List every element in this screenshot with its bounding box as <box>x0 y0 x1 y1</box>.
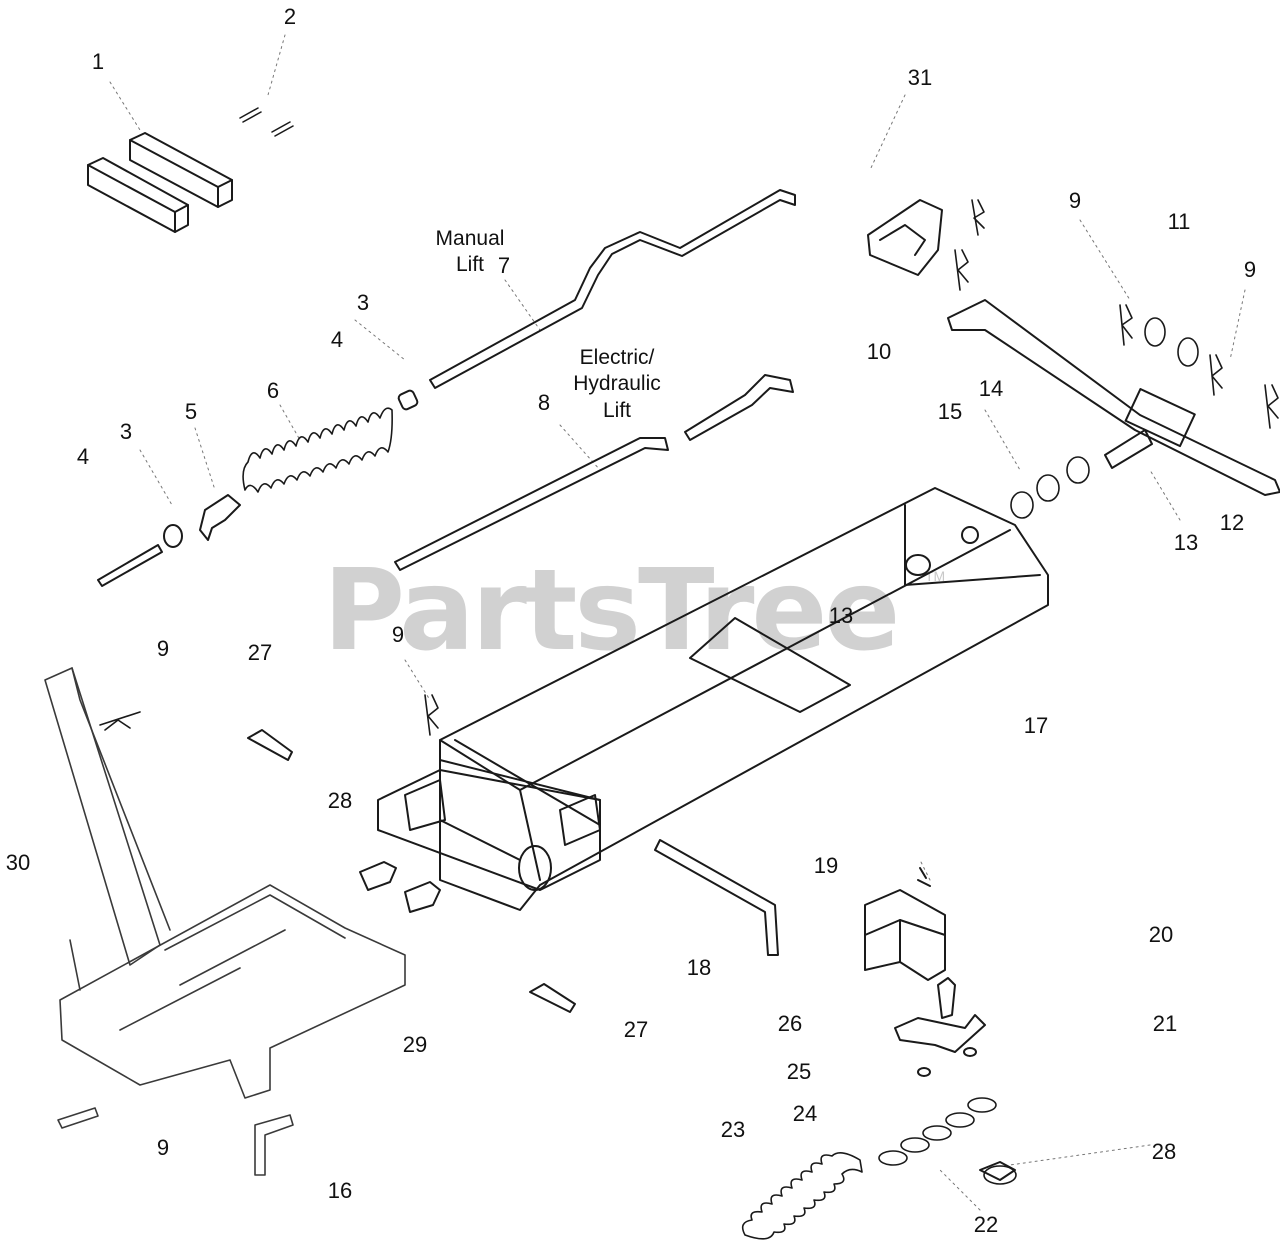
callout-9[interactable]: 9 <box>1243 257 1257 282</box>
part-28-clips <box>359 861 1016 1181</box>
part-7-manual-lift-rod <box>429 189 796 389</box>
callout-9[interactable]: 9 <box>156 636 170 661</box>
callout-2[interactable]: 2 <box>283 4 297 29</box>
part-30-29-mounting-frame <box>44 667 406 1176</box>
part-10-cross-rod <box>947 299 1280 496</box>
callout-4[interactable]: 4 <box>76 444 90 469</box>
callout-6[interactable]: 6 <box>266 378 280 403</box>
part-6-spring <box>242 407 393 493</box>
callout-3[interactable]: 3 <box>119 419 133 444</box>
manual-lift-label: Manual Lift <box>435 227 505 277</box>
callout-25[interactable]: 25 <box>786 1059 812 1084</box>
callout-29[interactable]: 29 <box>402 1032 428 1057</box>
callout-3[interactable]: 3 <box>356 290 370 315</box>
part-2-fasteners <box>239 107 294 137</box>
callout-1[interactable]: 1 <box>91 49 105 74</box>
callout-18[interactable]: 18 <box>686 955 712 980</box>
manual-lift-caption: Manual Lift <box>436 226 505 279</box>
callout-20[interactable]: 20 <box>1148 922 1174 947</box>
part-31-bracket <box>867 199 943 276</box>
callout-4[interactable]: 4 <box>330 327 344 352</box>
electric-hydraulic-lift-caption: Electric/ Hydraulic Lift <box>573 345 661 424</box>
part-27-bolts <box>247 729 576 1013</box>
callout-13[interactable]: 13 <box>828 603 854 628</box>
callout-24[interactable]: 24 <box>792 1101 818 1126</box>
callout-23[interactable]: 23 <box>720 1117 746 1142</box>
callout-22[interactable]: 22 <box>973 1212 999 1237</box>
part-23-spring <box>741 1152 863 1240</box>
callout-11[interactable]: 11 <box>1167 209 1191 234</box>
part-8-electric-lift-rod <box>394 374 794 571</box>
part-18-bent-rod <box>654 839 779 956</box>
callout-30[interactable]: 30 <box>5 850 31 875</box>
part-1-weight-bars <box>87 132 233 233</box>
part-21-latch <box>894 977 986 1077</box>
electric-hydraulic-lift-label: Electric/ Hydraulic Lift <box>573 346 661 422</box>
callout-15[interactable]: 15 <box>937 399 963 424</box>
callout-28[interactable]: 28 <box>327 788 353 813</box>
callout-14[interactable]: 14 <box>978 376 1004 401</box>
callout-28[interactable]: 28 <box>1151 1139 1177 1164</box>
callout-9[interactable]: 9 <box>391 622 405 647</box>
callout-21[interactable]: 21 <box>1152 1011 1178 1036</box>
part-17-lift-frame <box>377 487 1049 911</box>
callout-10[interactable]: 10 <box>866 339 892 364</box>
callout-31[interactable]: 31 <box>907 65 933 90</box>
callout-26[interactable]: 26 <box>777 1011 803 1036</box>
callout-27[interactable]: 27 <box>623 1017 649 1042</box>
callout-16[interactable]: 16 <box>327 1178 353 1203</box>
part-9-11-clips-washers <box>954 199 1279 519</box>
callout-8[interactable]: 8 <box>537 390 551 415</box>
part-9-lower-clips <box>99 694 439 736</box>
callout-12[interactable]: 12 <box>1219 510 1245 535</box>
callout-7[interactable]: 7 <box>497 253 511 278</box>
part-3-4-5-small-parts <box>97 389 419 587</box>
callout-17[interactable]: 17 <box>1023 713 1049 738</box>
parts-tree-watermark: PartsTree <box>323 546 900 676</box>
callout-27[interactable]: 27 <box>247 640 273 665</box>
callout-5[interactable]: 5 <box>184 399 198 424</box>
part-22-chain <box>878 1097 1017 1185</box>
callout-9[interactable]: 9 <box>156 1135 170 1160</box>
callout-13[interactable]: 13 <box>1173 530 1199 555</box>
leader-lines <box>109 34 1246 1211</box>
callout-19[interactable]: 19 <box>813 853 839 878</box>
part-19-20-bracket <box>864 867 946 981</box>
callout-9[interactable]: 9 <box>1068 188 1082 213</box>
